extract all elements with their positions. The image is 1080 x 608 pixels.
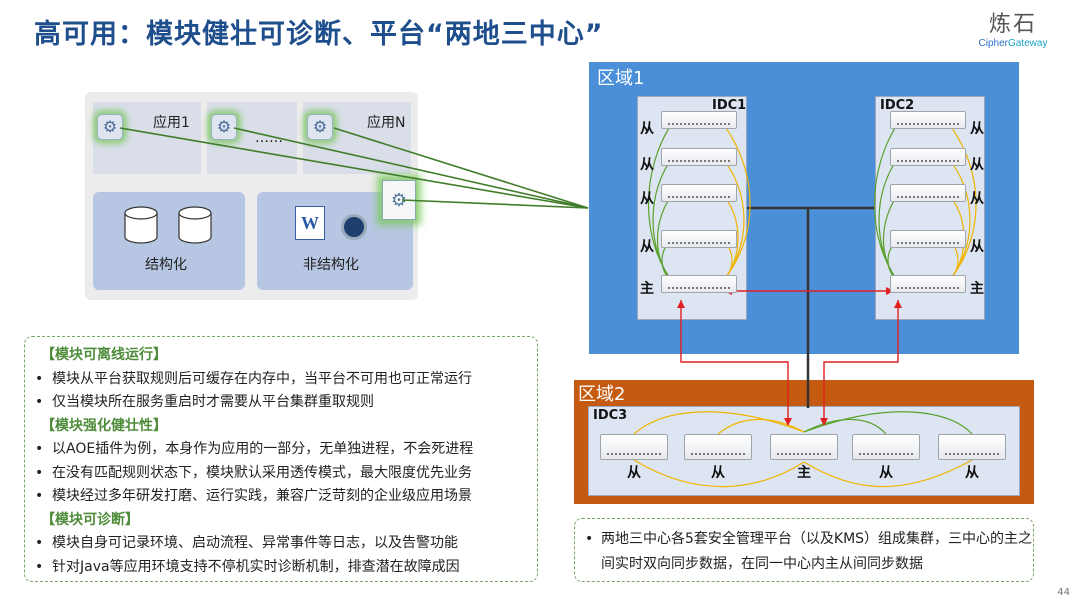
idc2-label: IDC2 [880, 98, 915, 113]
notes-item: 在没有匹配规则状态下，模块默认采用透传模式，最大限度优先业务 [35, 462, 531, 486]
idc1-role: 从 [640, 121, 654, 137]
structured-label: 结构化 [145, 257, 187, 273]
idc2-role: 从 [970, 157, 984, 173]
idc2-role: 从 [970, 121, 984, 137]
notes-item: 模块经过多年研发打磨、运行实践，兼容广泛苛刻的企业级应用场景 [35, 485, 531, 509]
database-icon [178, 206, 212, 244]
word-document-icon: W [295, 206, 325, 240]
database-icon [124, 206, 158, 244]
idc1-server [661, 184, 737, 202]
unstructured-label: 非结构化 [303, 257, 359, 273]
idc1-role: 从 [640, 157, 654, 173]
idc1-server [661, 275, 737, 293]
notes-item: 模块自身可记录环境、启动流程、异常事件等日志，以及告警功能 [35, 532, 531, 556]
idc1-role: 主 [640, 281, 654, 297]
region-1-title: 区域1 [597, 68, 645, 89]
feature-notes: 【模块可离线运行】 模块从平台获取规则后可缓存在内存中，当平台不可用也可正常运行… [24, 336, 538, 582]
idc2-server [890, 111, 966, 129]
appn-label: 应用N [367, 115, 406, 131]
notes-item: 以AOE插件为例，本身作为应用的一部分，无单独进程，不会死进程 [35, 438, 531, 462]
idc3-server [938, 434, 1006, 460]
notes-section-title: 【模块强化健壮性】 [41, 417, 167, 434]
file-gear-icon: ⚙ [382, 180, 416, 220]
idc2-server [890, 148, 966, 166]
video-icon [341, 214, 367, 240]
idc1-role: 从 [640, 239, 654, 255]
appn-gear-icon: ⚙ [307, 114, 333, 140]
idc1-server [661, 230, 737, 248]
idc1-server [661, 148, 737, 166]
page-title: 高可用：模块健壮可诊断、平台“两地三中心” [34, 19, 604, 50]
notes-section-title: 【模块可离线运行】 [41, 347, 167, 363]
idc3-server [770, 434, 838, 460]
idc2-server [890, 275, 966, 293]
app2-gear-icon: ⚙ [211, 114, 237, 140]
idc1-label: IDC1 [712, 98, 747, 113]
region-2-title: 区域2 [578, 384, 626, 405]
idc3-role: 从 [965, 465, 979, 481]
idc1-role: 从 [640, 191, 654, 207]
idc2-server [890, 230, 966, 248]
idc3-server [852, 434, 920, 460]
idc3-role: 从 [711, 465, 725, 481]
notes-item: 针对Java等应用环境支持不停机实时诊断机制，排查潜在故障成因 [35, 556, 531, 580]
brand-logo: 炼石 CipherGateway [968, 12, 1058, 50]
idc3-role: 从 [627, 465, 641, 481]
idc3-label: IDC3 [593, 408, 628, 423]
logo-cn-text: 炼石 [988, 12, 1037, 37]
idc2-server [890, 184, 966, 202]
page-number: 44 [1057, 587, 1070, 598]
app1-gear-icon: ⚙ [97, 114, 123, 140]
notes-item: 模块从平台获取规则后可缓存在内存中，当平台不可用也可正常运行 [35, 368, 531, 392]
application-panel: ⚙ ⚙ ⚙ 应用1 …… 应用N 结构化 W 非结构化 ⚙ [85, 92, 418, 300]
idc3-role: 主 [797, 465, 811, 481]
idc1-server [661, 111, 737, 129]
notes-section-title: 【模块可诊断】 [41, 511, 139, 528]
idc2-role: 主 [970, 281, 984, 297]
app1-label: 应用1 [153, 115, 190, 131]
summary-text: 两地三中心各5套安全管理平台（以及KMS）组成集群，三中心的主之间实时双向同步数… [585, 527, 1033, 577]
logo-en-text: CipherGateway [978, 38, 1048, 49]
notes-item: 仅当模块所在服务重启时才需要从平台集群重取规则 [35, 391, 531, 415]
region-1: 区域1 IDC1 IDC2 [589, 62, 1019, 354]
idc2-role: 从 [970, 191, 984, 207]
idc2-role: 从 [970, 239, 984, 255]
idc3-server [684, 434, 752, 460]
summary-box: 两地三中心各5套安全管理平台（以及KMS）组成集群，三中心的主之间实时双向同步数… [574, 518, 1034, 582]
idc3-server [600, 434, 668, 460]
structured-storage: 结构化 [93, 192, 245, 290]
idc3-role: 从 [879, 465, 893, 481]
